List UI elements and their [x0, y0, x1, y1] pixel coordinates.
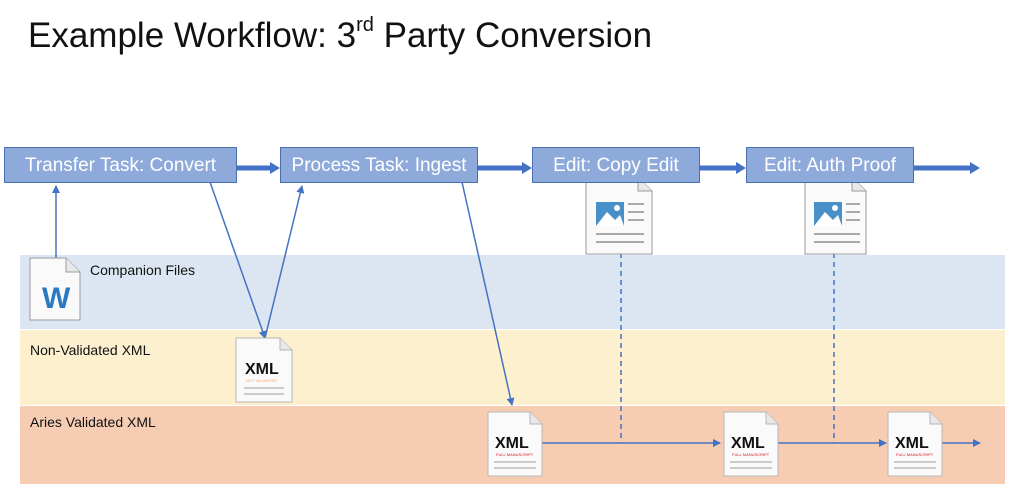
title-superscript: rd	[356, 14, 374, 36]
validated-xml-label: Aries Validated XML	[30, 414, 156, 430]
document-flow-arrows	[52, 181, 981, 447]
title-tail: Party Conversion	[373, 16, 653, 55]
word-document-icon: W	[29, 257, 81, 321]
non-validated-xml-label: Non-Validated XML	[30, 342, 151, 358]
title-main: Example Workflow: 3	[28, 16, 357, 55]
not-validated-caption: NOT VALIDATED	[246, 378, 277, 383]
word-letter: W	[42, 282, 71, 315]
validated-xml-document-icon-1: XML FULL MANUSCRIPT	[487, 411, 543, 477]
non-validated-xml-document-icon: XML NOT VALIDATED	[235, 337, 293, 403]
copy-edit-document-icon	[585, 176, 653, 255]
copy-edit-task-box: Edit: Copy Edit	[532, 147, 700, 183]
full-manuscript-caption: FULL MANUSCRIPT	[496, 452, 534, 457]
main-flow-arrows	[237, 162, 980, 174]
companion-files-band	[20, 255, 1005, 329]
full-manuscript-caption: FULL MANUSCRIPT	[732, 452, 770, 457]
xml-label: XML	[495, 435, 529, 452]
process-task-box: Process Task: Ingest	[280, 147, 478, 183]
auth-proof-document-icon	[804, 176, 867, 255]
transfer-task-box: Transfer Task: Convert	[4, 147, 237, 183]
validated-xml-document-icon-3: XML FULL MANUSCRIPT	[887, 411, 943, 477]
xml-label: XML	[895, 435, 929, 452]
xml-label: XML	[245, 361, 279, 378]
dashed-relations	[620, 253, 835, 443]
companion-files-label: Companion Files	[90, 262, 196, 278]
full-manuscript-caption: FULL MANUSCRIPT	[896, 452, 934, 457]
xml-label: XML	[731, 435, 765, 452]
validated-xml-document-icon-2: XML FULL MANUSCRIPT	[723, 411, 779, 477]
page-title: Example Workflow: 3rd Party Conversion	[28, 14, 652, 56]
non-validated-xml-band	[20, 330, 1005, 405]
auth-proof-task-box: Edit: Auth Proof	[746, 147, 914, 183]
